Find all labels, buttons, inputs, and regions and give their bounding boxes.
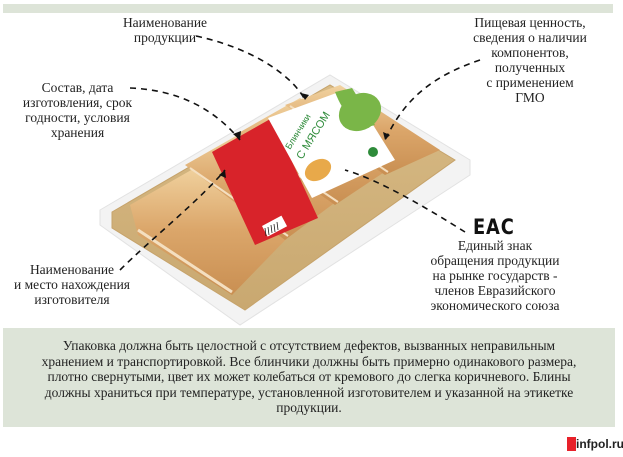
annotation-product-name: Наименование продукции <box>122 15 208 45</box>
leader-lines <box>119 35 481 271</box>
annotation-manufacturer: Наименование и место нахождения изготови… <box>13 262 131 307</box>
annotation-nutrition: Пищевая ценность, сведения о наличии ком… <box>473 15 587 105</box>
brand-square-icon <box>567 437 576 451</box>
annotation-eac: Единый знак обращения продукции на рынке… <box>430 238 560 313</box>
info-text: Упаковка должна быть целостной с отсутст… <box>41 338 577 415</box>
red-info-label <box>212 118 318 245</box>
brand-logo[interactable]: infpol.ru <box>567 436 623 452</box>
info-panel: Упаковка должна быть целостной с отсутст… <box>3 328 615 427</box>
annotation-composition: Состав, дата изготовления, срок годности… <box>22 80 133 140</box>
brand-name: infpol.ru <box>576 437 623 451</box>
product-package-illustration: Блинчики С МЯСОМ <box>99 35 481 326</box>
top-decor-bar <box>3 4 613 13</box>
eac-mark-icon: ЕАС <box>473 215 515 239</box>
